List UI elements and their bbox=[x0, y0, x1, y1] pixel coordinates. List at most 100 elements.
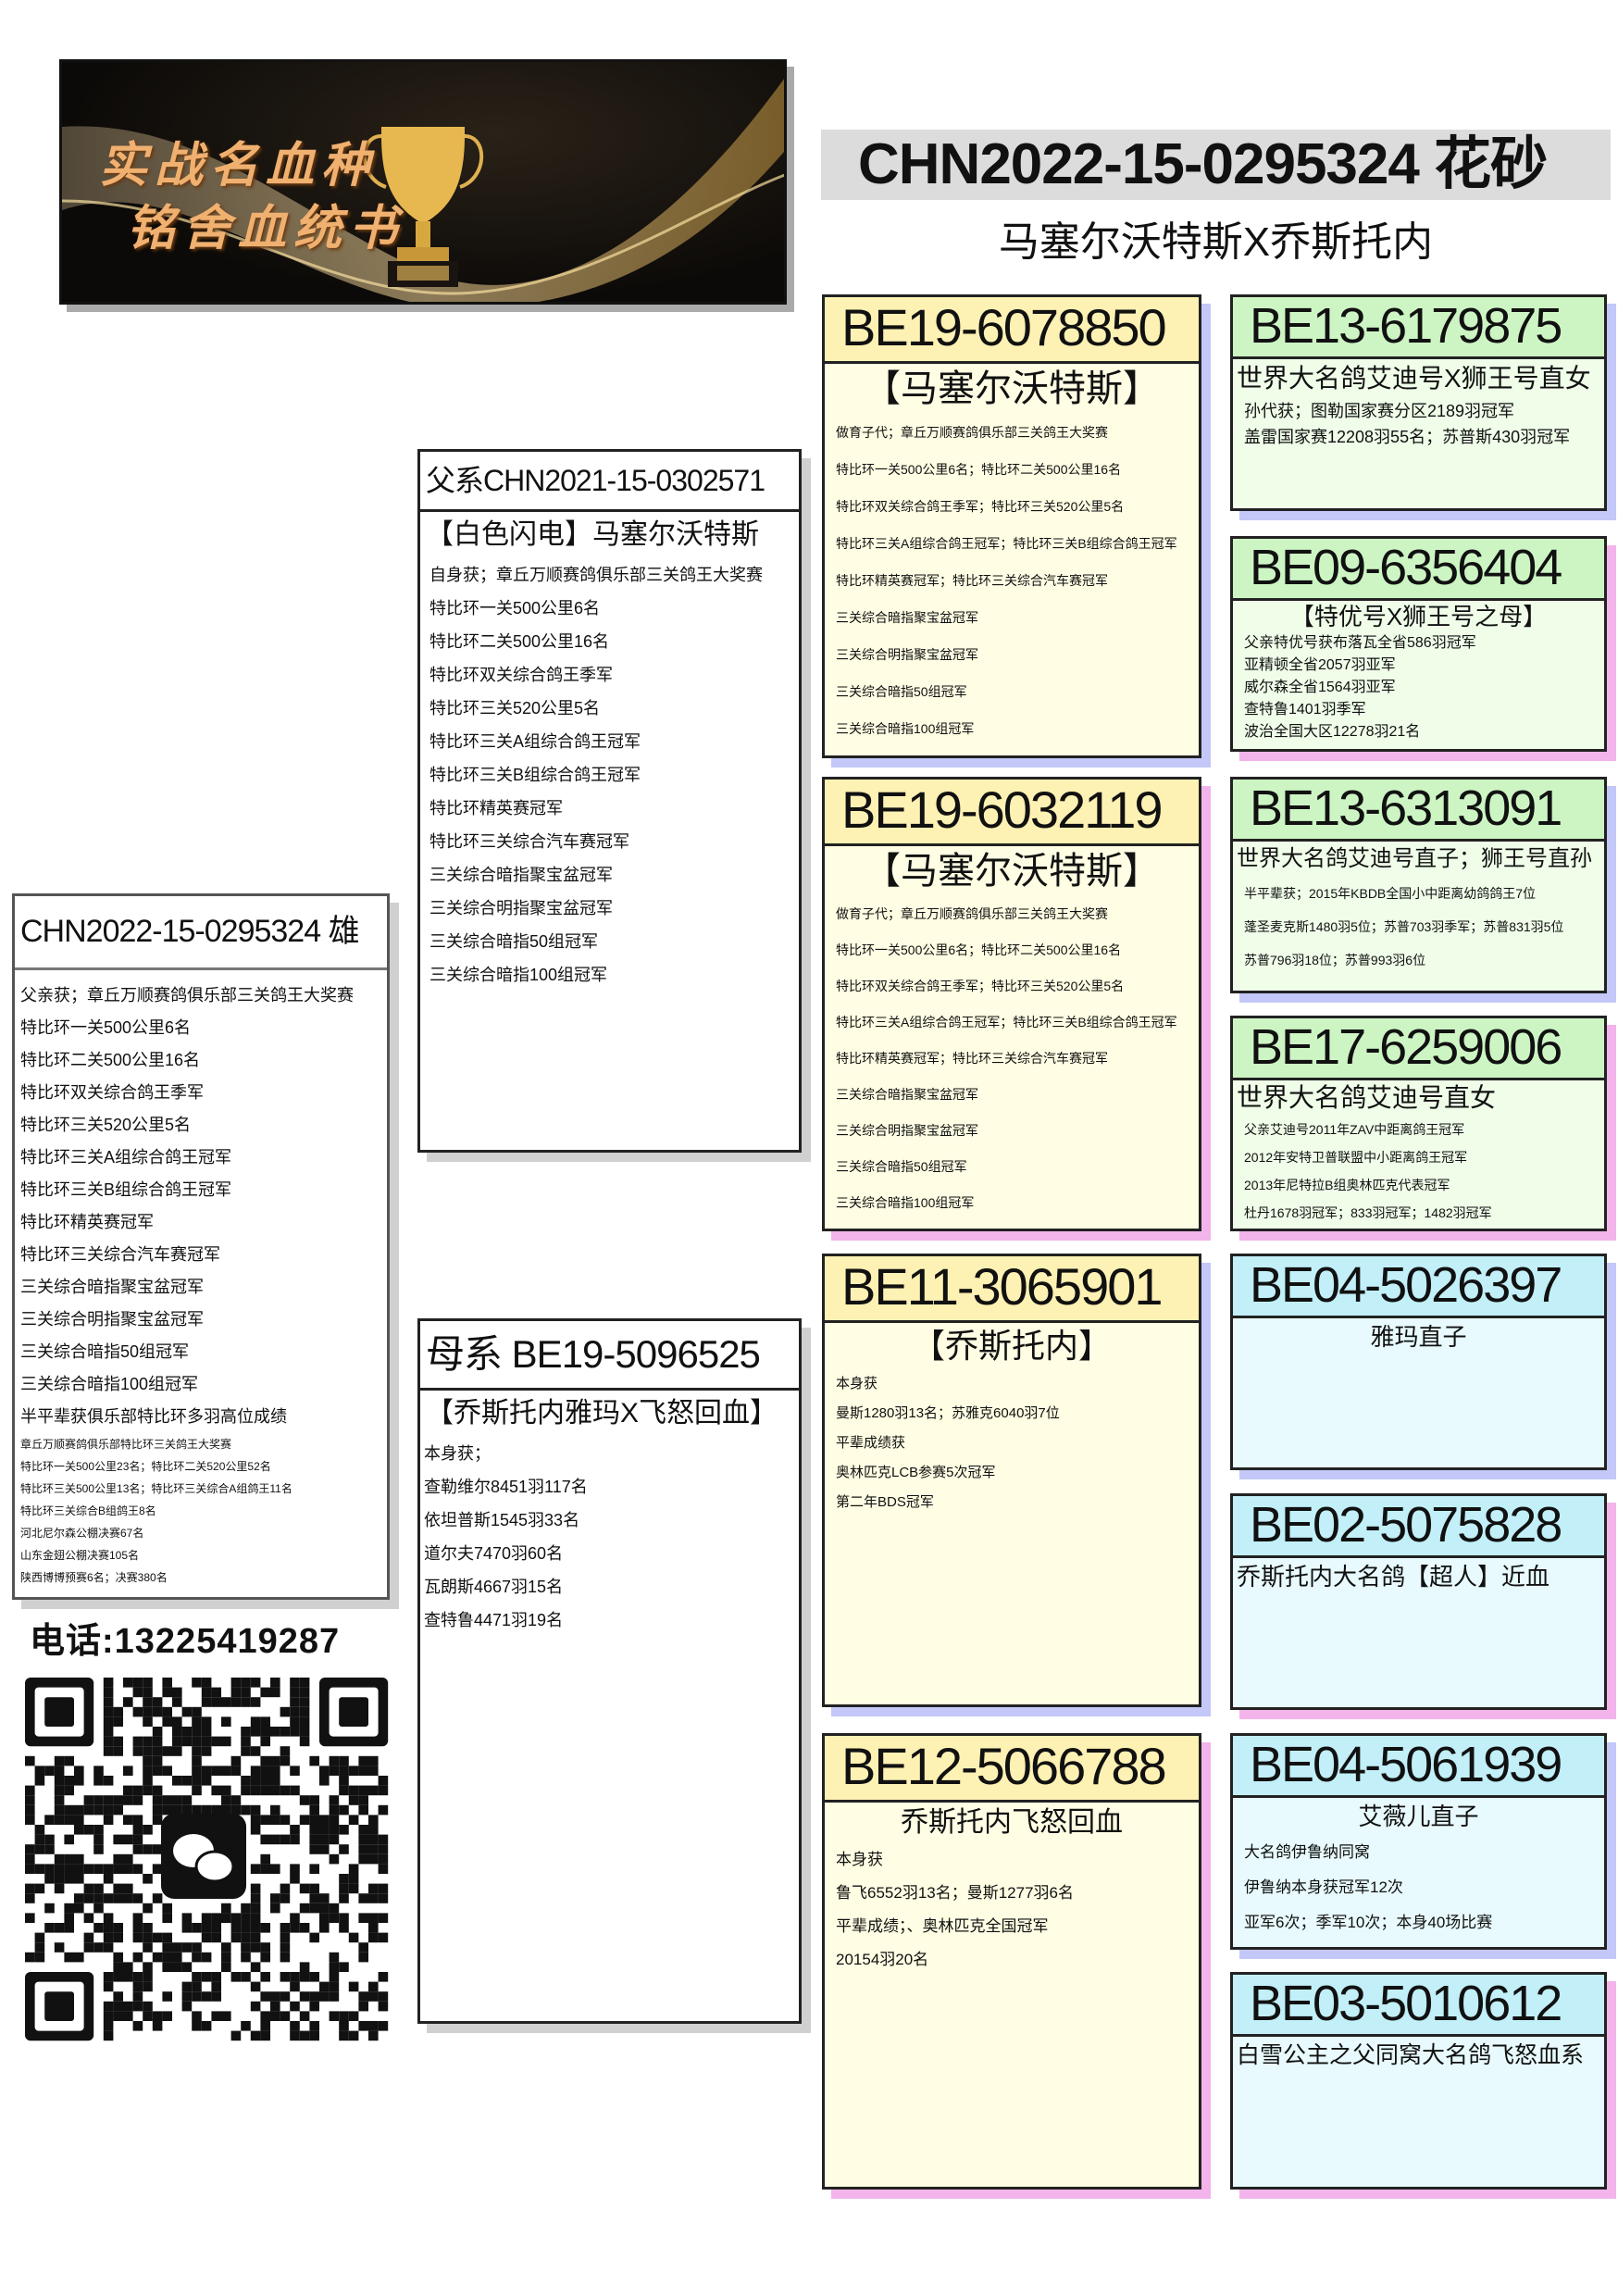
qr-module bbox=[64, 1776, 74, 1786]
achievement-line: 特比环双关综合鸽王季军 bbox=[429, 666, 613, 684]
banner-logo: 实战名血种 铭舍血统书 bbox=[59, 59, 787, 305]
qr-module bbox=[162, 1913, 172, 1923]
qr-module bbox=[64, 1853, 74, 1865]
qr-module bbox=[103, 1727, 114, 1737]
qr-module bbox=[181, 1942, 193, 1953]
qr-module bbox=[339, 1755, 349, 1766]
qr-module bbox=[358, 1785, 368, 1796]
qr-module bbox=[192, 1706, 202, 1717]
qr-module bbox=[64, 1834, 74, 1845]
qr-module bbox=[309, 2030, 319, 2041]
qr-module bbox=[250, 2001, 261, 2012]
qr-module bbox=[241, 1687, 251, 1698]
qr-module bbox=[280, 1972, 291, 1982]
qr-module bbox=[221, 1785, 231, 1796]
qr-module bbox=[290, 1678, 300, 1688]
qr-module bbox=[221, 1804, 231, 1816]
gold-wave-graphic bbox=[62, 79, 784, 302]
achievement-line: 本身获 bbox=[836, 1376, 878, 1391]
qr-module bbox=[181, 1706, 193, 1717]
qr-module bbox=[211, 1766, 221, 1776]
qr-module bbox=[201, 1952, 212, 1963]
qr-module bbox=[103, 1932, 114, 1943]
qr-module bbox=[280, 1932, 291, 1943]
qr-module bbox=[319, 1903, 330, 1914]
qr-module bbox=[270, 1815, 280, 1825]
qr-module bbox=[260, 1755, 270, 1766]
qr-module bbox=[368, 1766, 379, 1776]
qr-module bbox=[172, 1795, 182, 1805]
achievement-line: 自身获；章丘万顺赛鸽俱乐部三关鸽王大奖赛 bbox=[429, 566, 763, 584]
qr-module bbox=[299, 1687, 310, 1698]
qr-module bbox=[378, 1883, 389, 1894]
achievement-line: 做育子代；章丘万顺赛鸽俱乐部三关鸽王大奖赛 bbox=[836, 906, 1108, 921]
achievement-line: 瓦朗斯4667羽15名 bbox=[424, 1578, 564, 1596]
qr-module bbox=[113, 1923, 123, 1933]
achievement-line: 三关综合明指聚宝盆冠军 bbox=[836, 1123, 978, 1138]
qr-module bbox=[309, 1825, 319, 1835]
qr-module bbox=[378, 2001, 389, 2012]
qr-module bbox=[280, 1727, 291, 1737]
qr-module bbox=[280, 1952, 291, 1963]
qr-module bbox=[192, 1746, 202, 1756]
achievement-line-small: 特比环一关500公里23名；特比环二关520公里52名 bbox=[20, 1460, 271, 1473]
qr-module bbox=[132, 1736, 143, 1747]
qr-module bbox=[299, 1678, 310, 1688]
qr-module bbox=[103, 1706, 114, 1717]
achievement-line: 特比环三关A组综合鸽王冠军 bbox=[429, 732, 641, 751]
qr-module bbox=[83, 1883, 94, 1894]
qr-module bbox=[299, 1923, 310, 1933]
pigeon-name: 世界大名鸽艾迪号直子；狮王号直孙 bbox=[1237, 846, 1592, 871]
qr-code[interactable] bbox=[18, 1670, 390, 2046]
qr-module bbox=[34, 1942, 45, 1953]
qr-module bbox=[54, 1815, 65, 1825]
qr-module bbox=[319, 1766, 330, 1776]
qr-module bbox=[152, 1755, 163, 1766]
qr-module bbox=[25, 1844, 35, 1854]
qr-module bbox=[250, 1942, 261, 1953]
qr-module bbox=[339, 1874, 349, 1884]
qr-module bbox=[280, 1785, 291, 1796]
achievement-line: 三关综合明指聚宝盆冠军 bbox=[836, 647, 978, 662]
achievement-line: 三关综合暗指聚宝盆冠军 bbox=[20, 1278, 204, 1296]
qr-module bbox=[192, 1923, 202, 1933]
achievement-line: 特比环一关500公里6名 bbox=[20, 1018, 192, 1037]
qr-module bbox=[368, 1923, 379, 1933]
qr-module bbox=[250, 1815, 261, 1825]
ring-number: BE12-5066788 bbox=[825, 1736, 1199, 1803]
qr-finder-pattern bbox=[319, 1678, 389, 1747]
qr-module bbox=[172, 1942, 182, 1953]
qr-module bbox=[309, 1991, 319, 2002]
qr-module bbox=[221, 1736, 231, 1747]
qr-module bbox=[309, 1815, 319, 1825]
achievement-line: 三关综合明指聚宝盆冠军 bbox=[20, 1310, 204, 1329]
ring-number: BE13-6179875 bbox=[1233, 297, 1604, 359]
qr-module bbox=[103, 1804, 114, 1816]
qr-module bbox=[309, 1893, 319, 1903]
qr-module bbox=[319, 1776, 330, 1786]
qr-module bbox=[221, 1903, 231, 1914]
qr-module bbox=[299, 2030, 310, 2041]
qr-module bbox=[74, 1804, 84, 1816]
qr-module bbox=[123, 2011, 133, 2021]
qr-module bbox=[123, 1815, 133, 1825]
qr-module bbox=[162, 1766, 172, 1776]
qr-module bbox=[378, 1834, 389, 1845]
logo-text-line2: 铭舍血统书 bbox=[127, 200, 405, 256]
qr-module bbox=[201, 1991, 212, 2002]
ring-number: BE11-3065901 bbox=[825, 1256, 1199, 1323]
qr-module bbox=[319, 1834, 330, 1845]
qr-module bbox=[201, 1736, 212, 1747]
qr-module bbox=[162, 1804, 172, 1816]
trophy-icon bbox=[362, 127, 484, 287]
qr-module bbox=[54, 1766, 65, 1776]
qr-module bbox=[181, 1913, 193, 1923]
qr-module bbox=[329, 1962, 340, 1972]
qr-module bbox=[358, 1825, 368, 1835]
achievement-line-small: 河北尼尔森公棚决赛67名 bbox=[20, 1527, 144, 1540]
qr-module bbox=[113, 1883, 123, 1894]
qr-module bbox=[211, 1972, 221, 1982]
qr-module bbox=[64, 1755, 74, 1766]
qr-module bbox=[103, 1697, 114, 1707]
